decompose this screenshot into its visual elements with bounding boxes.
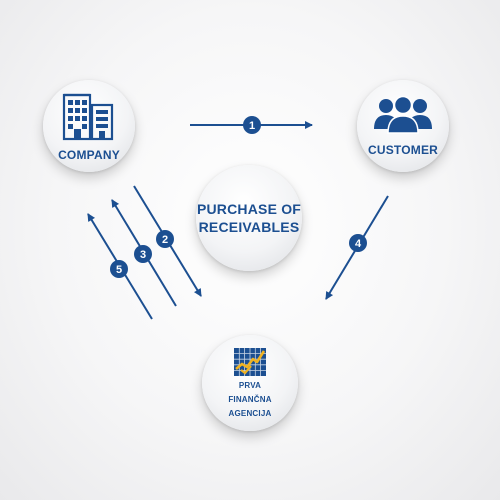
group-of-people-icon xyxy=(373,95,433,134)
center-title-line-2: RECEIVABLES xyxy=(198,219,300,235)
office-buildings-icon xyxy=(61,91,117,141)
step-badge-2: 2 xyxy=(156,230,174,248)
step-badge-3: 3 xyxy=(134,245,152,263)
step-badge-5: 5 xyxy=(110,260,128,278)
company-label: COMPANY xyxy=(58,147,120,162)
prva-financna-agencija-node: PRVA FINANČNA AGENCIJA xyxy=(202,335,298,431)
agency-name-line-1: PRVA xyxy=(238,381,262,390)
svg-text:1: 1 xyxy=(249,120,255,132)
step-badge-4: 4 xyxy=(349,234,367,252)
svg-text:5: 5 xyxy=(116,264,122,276)
agency-name-line-2: FINANČNA xyxy=(228,395,272,404)
center-title-line-1: PURCHASE OF xyxy=(196,201,302,217)
rising-chart-checkmark-icon xyxy=(233,347,267,377)
svg-text:3: 3 xyxy=(140,249,146,261)
step-badge-1: 1 xyxy=(243,116,261,134)
agency-name-line-3: AGENCIJA xyxy=(228,409,272,418)
svg-text:4: 4 xyxy=(355,238,362,250)
svg-text:2: 2 xyxy=(162,234,168,246)
purchase-of-receivables-node: PURCHASE OF RECEIVABLES xyxy=(196,165,302,271)
customer-node: CUSTOMER xyxy=(357,80,449,172)
customer-label: CUSTOMER xyxy=(367,142,439,157)
company-node: COMPANY xyxy=(43,80,135,172)
